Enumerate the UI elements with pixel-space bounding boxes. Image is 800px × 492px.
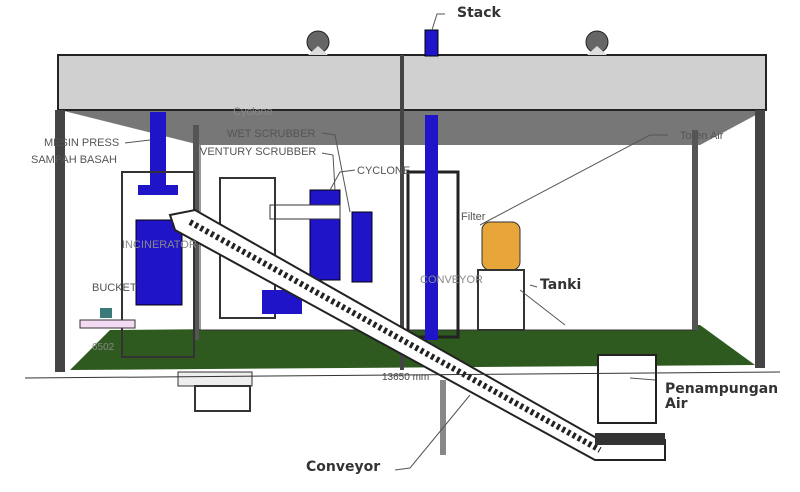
annotation-cyclone: CYCLONE: [357, 165, 411, 177]
incinerator-flange: [138, 185, 178, 195]
wet-scrubber: [309, 189, 341, 281]
incinerator-body: [135, 219, 183, 306]
annotation-venturi-scrubber: VENTURY SCRUBBER: [200, 146, 317, 158]
incinerator-frame: [121, 171, 195, 358]
annotation-toren-air: Toren Air: [680, 130, 724, 142]
label-tanki: Tanki: [540, 277, 582, 293]
roof-underside: [60, 110, 765, 145]
roof: [57, 54, 767, 111]
press-column: [150, 112, 166, 192]
conveyor-belt: [168, 208, 666, 461]
cyclone-body: [351, 211, 373, 283]
column-front-right: [755, 110, 765, 368]
annotation-bucket: BUCKET: [92, 282, 137, 294]
roof-ventilator-right: [585, 30, 609, 55]
leader-lines: [124, 13, 668, 471]
annotation-mesin-press-2: SAMPAH BASAH: [31, 154, 117, 166]
label-conveyor: Conveyor: [306, 459, 381, 475]
annotation-mesin-press-1: MESIN PRESS: [44, 137, 120, 149]
label-penampungan-air-2: Air: [665, 396, 688, 412]
conveyor-support: [440, 380, 446, 455]
annotation-filter: Filter: [461, 211, 486, 223]
label-penampungan-air-1: Penampungan: [665, 381, 779, 397]
conveyor-end: [595, 433, 665, 445]
label-stack: Stack: [457, 5, 501, 21]
column-back-right: [692, 130, 698, 330]
dimension-left: 6502: [92, 342, 115, 353]
tank-stand: [477, 269, 525, 331]
dimension-line: [24, 371, 781, 379]
annotation-incinerator: INCINERATOR: [122, 239, 197, 251]
monitor: [100, 308, 112, 318]
annotation-wet-scrubber: WET SCRUBBER: [227, 128, 316, 140]
annotation-conveyor-inner: CONVEYOR: [420, 274, 483, 286]
hopper: [177, 371, 253, 387]
dimension-width: 13650 mm: [382, 372, 430, 383]
stack-pipe: [425, 115, 438, 340]
water-tank: [481, 221, 521, 271]
stack-top: [424, 29, 439, 57]
ducting: [269, 204, 341, 220]
column-front-left: [55, 110, 65, 372]
water-container: [597, 354, 657, 424]
weighing-table: [79, 319, 136, 329]
roof-ventilator-left: [306, 30, 330, 55]
conveyor-rollers: [188, 219, 602, 453]
hopper-legs: [194, 385, 251, 412]
annotation-cyclone-top: Cyclone: [233, 106, 273, 118]
